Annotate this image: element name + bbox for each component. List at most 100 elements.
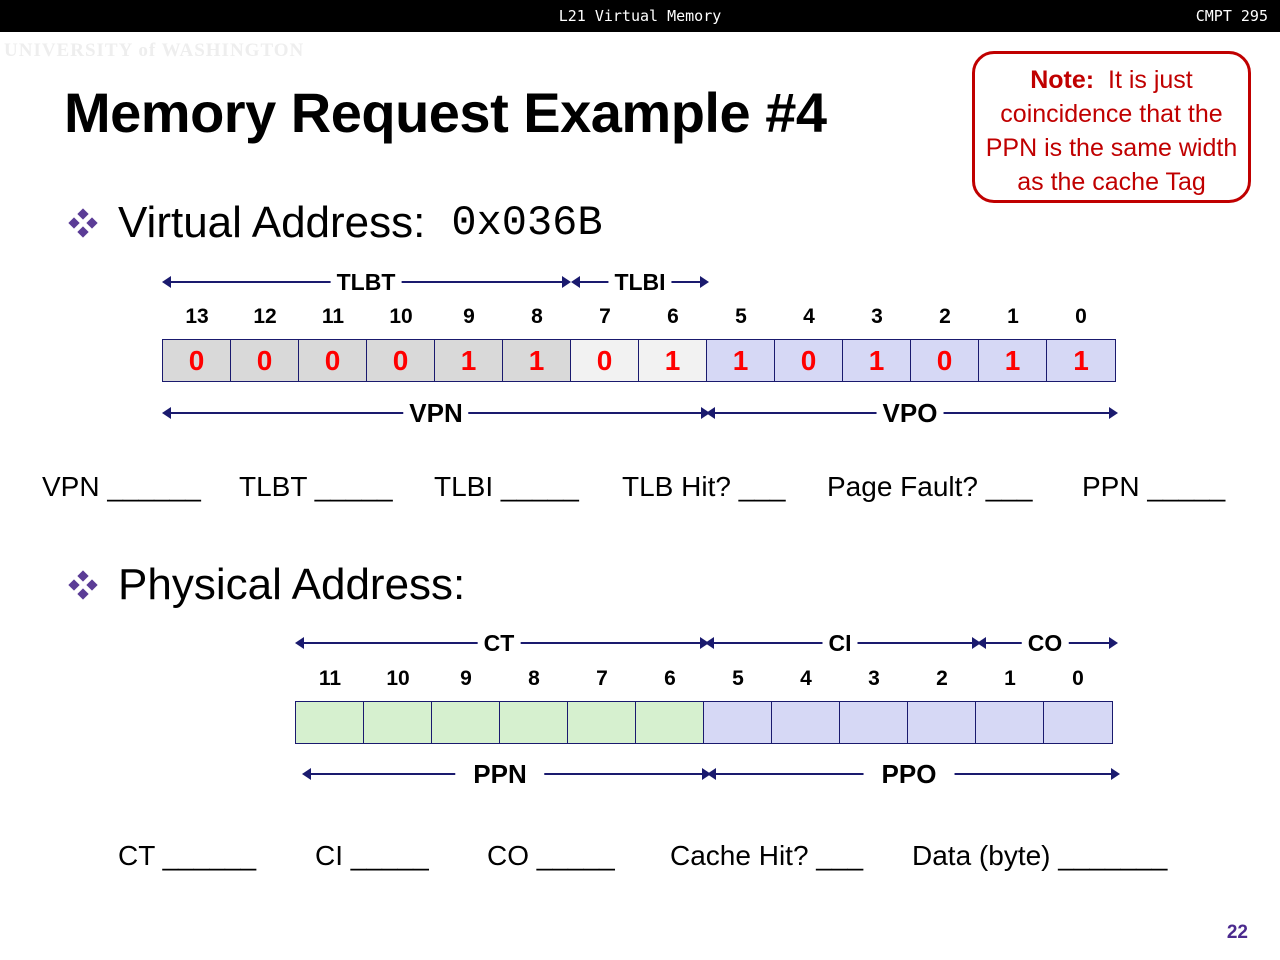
field-blank[interactable]: ___ — [816, 840, 864, 871]
field-label: PPN — [1082, 471, 1140, 502]
field-label: Page Fault? — [827, 471, 978, 502]
va-bit-index: 1 — [1007, 305, 1019, 328]
va-bit-index: 8 — [531, 305, 543, 328]
va-bit-cell: 0 — [299, 340, 367, 381]
field-label: CO — [487, 840, 529, 871]
field-blank[interactable]: ______ — [107, 471, 201, 502]
pa-bit-index: 5 — [732, 667, 744, 690]
cache-segment-arrows: CT CI CO — [0, 631, 1280, 655]
va-bit-cell: 1 — [503, 340, 571, 381]
physical-address-bullet: Physical Address: — [68, 560, 466, 610]
physical-address-label: Physical Address: — [118, 560, 466, 609]
field-tlbt: TLBT _____ — [239, 471, 393, 503]
co-label: CO — [1021, 631, 1069, 655]
va-bit-cell: 1 — [1047, 340, 1115, 381]
note-box: Note: It is just coincidence that the PP… — [972, 51, 1251, 203]
field-blank[interactable]: _____ — [350, 840, 429, 871]
field-blank[interactable]: _____ — [1147, 471, 1226, 502]
ppo-label: PPO — [863, 761, 955, 787]
virtual-address-value: 0x036B — [451, 199, 603, 247]
pa-bit-cell — [364, 702, 432, 743]
va-bit-cell: 0 — [367, 340, 435, 381]
ppn-ppo-arrows: PPN PPO — [0, 761, 1280, 787]
note-text-2: coincidence that the — [1000, 100, 1223, 128]
field-ct: CT ______ — [118, 840, 256, 872]
field-page-fault: Page Fault? ___ — [827, 471, 1033, 503]
va-bit-cell: 0 — [571, 340, 639, 381]
va-bit-cell: 1 — [707, 340, 775, 381]
tlbt-label: TLBT — [330, 270, 402, 294]
lecture-title: L21 Virtual Memory — [558, 7, 722, 25]
va-bit-index: 0 — [1075, 305, 1087, 328]
field-label: TLB Hit? — [622, 471, 731, 502]
pa-bit-cell — [1044, 702, 1112, 743]
field-ppn: PPN _____ — [1082, 471, 1225, 503]
pa-bit-index: 6 — [664, 667, 676, 690]
vpo-label: VPO — [876, 400, 944, 426]
pa-bit-cell — [772, 702, 840, 743]
field-label: TLBT — [239, 471, 307, 502]
pa-bit-index: 0 — [1072, 667, 1084, 690]
bullet-diamond-icon — [68, 208, 98, 238]
pa-bit-cell — [568, 702, 636, 743]
top-bar: L21 Virtual Memory CMPT 295 — [0, 0, 1280, 32]
va-bit-cell: 0 — [911, 340, 979, 381]
pa-bit-cell — [704, 702, 772, 743]
field-vpn: VPN ______ — [42, 471, 201, 503]
field-label: Cache Hit? — [670, 840, 809, 871]
field-label: TLBI — [434, 471, 494, 502]
virtual-fill-in-row: VPN ______ TLBT _____ TLBI _____ TLB Hit… — [0, 471, 1280, 507]
va-bit-cell: 0 — [163, 340, 231, 381]
ci-label: CI — [822, 631, 858, 655]
va-bit-index: 3 — [871, 305, 883, 328]
virtual-address-bullet: Virtual Address: 0x036B — [68, 198, 603, 248]
field-tlb-hit: TLB Hit? ___ — [622, 471, 785, 503]
note-text-4: as the cache Tag — [1017, 168, 1206, 196]
ct-label: CT — [477, 631, 521, 655]
bullet-diamond-icon — [68, 570, 98, 600]
va-bit-index: 6 — [667, 305, 679, 328]
va-bit-cell: 1 — [979, 340, 1047, 381]
field-blank[interactable]: _____ — [314, 471, 393, 502]
pa-bit-index: 4 — [800, 667, 812, 690]
pa-bit-cell — [840, 702, 908, 743]
field-blank[interactable]: ______ — [162, 840, 257, 871]
field-label: CT — [118, 840, 155, 871]
field-blank[interactable]: _____ — [536, 840, 615, 871]
field-blank[interactable]: _____ — [500, 471, 579, 502]
physical-bit-row — [295, 701, 1113, 744]
page-number: 22 — [1226, 922, 1248, 943]
va-bit-cell: 1 — [843, 340, 911, 381]
va-bit-index: 5 — [735, 305, 747, 328]
tlb-segment-arrows: TLBT TLBI — [0, 270, 1280, 294]
note-text-1: It is just — [1108, 66, 1193, 94]
field-co: CO _____ — [487, 840, 615, 872]
pa-bit-cell — [976, 702, 1044, 743]
vpn-label: VPN — [403, 400, 469, 426]
field-blank[interactable]: ___ — [985, 471, 1033, 502]
vpn-vpo-arrows: VPN VPO — [0, 400, 1280, 426]
field-tlbi: TLBI _____ — [434, 471, 579, 503]
virtual-address-label: Virtual Address: — [118, 198, 426, 247]
va-bit-index: 4 — [803, 305, 815, 328]
pa-bit-cell — [908, 702, 976, 743]
field-label: CI — [315, 840, 343, 871]
va-bit-index: 12 — [253, 305, 277, 328]
course-code: CMPT 295 — [1195, 7, 1268, 25]
va-bit-cell: 0 — [775, 340, 843, 381]
va-bit-cell: 1 — [435, 340, 503, 381]
pa-bit-cell — [500, 702, 568, 743]
pa-bit-index: 11 — [318, 667, 342, 690]
pa-bit-index: 10 — [386, 667, 410, 690]
pa-bit-cell — [296, 702, 364, 743]
physical-fill-in-row: CT ______ CI _____ CO _____ Cache Hit? _… — [0, 840, 1280, 876]
va-bit-index: 2 — [939, 305, 951, 328]
ppn-label: PPN — [455, 761, 545, 787]
va-bit-index: 10 — [389, 305, 413, 328]
field-blank[interactable]: _______ — [1058, 840, 1168, 871]
field-cache-hit: Cache Hit? ___ — [670, 840, 863, 872]
field-blank[interactable]: ___ — [738, 471, 786, 502]
pa-bit-index: 3 — [868, 667, 880, 690]
